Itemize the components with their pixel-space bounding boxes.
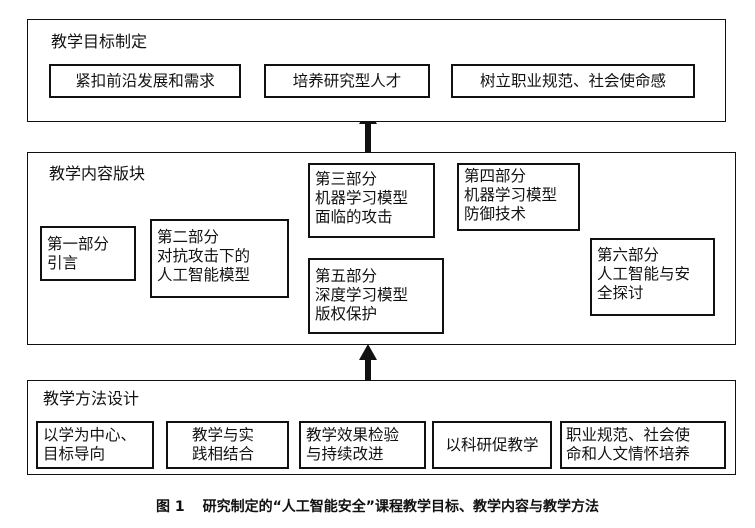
content-part2: 第二部分 对抗攻击下的 人工智能模型 xyxy=(150,219,289,298)
method3-line2: 与持续改进 xyxy=(306,445,384,463)
content-part1: 第一部分 引言 xyxy=(40,226,136,281)
figure-number: 图 1 xyxy=(155,499,185,515)
part2-line1: 第二部分 xyxy=(157,228,220,246)
part5-line3: 版权保护 xyxy=(315,305,378,323)
method5-line2: 命和人文情怀培养 xyxy=(566,445,691,463)
method1-line2: 目标导向 xyxy=(43,445,106,463)
part4-line3: 防御技术 xyxy=(464,205,527,223)
methods-title: 教学方法设计 xyxy=(43,389,140,408)
part4-line2: 机器学习模型 xyxy=(464,186,558,204)
part3-line2: 机器学习模型 xyxy=(315,189,409,207)
method-research-teaching: 以科研促教学 xyxy=(432,421,552,469)
content-part4: 第四部分 机器学习模型 防御技术 xyxy=(457,163,580,231)
method2-line1: 教学与实 xyxy=(192,426,255,444)
content-part5: 第五部分 深度学习模型 版权保护 xyxy=(308,258,444,334)
method1-line1: 以学为中心、 xyxy=(43,426,137,444)
content-part6: 第六部分 人工智能与安 全探讨 xyxy=(590,238,715,316)
part3-line1: 第三部分 xyxy=(315,170,378,188)
method3-line1: 教学效果检验 xyxy=(306,426,400,444)
goal-item-frontier: 紧扣前沿发展和需求 xyxy=(49,64,241,98)
part6-line1: 第六部分 xyxy=(597,246,660,264)
part1-line2: 引言 xyxy=(47,254,79,272)
part4-line1: 第四部分 xyxy=(464,167,527,185)
method-student-centered: 以学为中心、 目标导向 xyxy=(36,421,154,469)
arrow-methods-to-content xyxy=(359,344,377,380)
part2-line2: 对抗攻击下的 xyxy=(157,247,251,265)
part5-line2: 深度学习模型 xyxy=(315,286,409,304)
goal-item-professional-norms: 树立职业规范、社会使命感 xyxy=(451,64,695,98)
content-title: 教学内容版块 xyxy=(49,164,146,183)
method-teaching-practice: 教学与实 践相结合 xyxy=(166,421,289,469)
method-professional-culture: 职业规范、社会使 命和人文情怀培养 xyxy=(560,421,726,469)
part2-line3: 人工智能模型 xyxy=(157,266,251,284)
goal-item-research-talent: 培养研究型人才 xyxy=(264,64,430,98)
part5-line1: 第五部分 xyxy=(315,267,378,285)
figure-caption: 图 1 研究制定的“人工智能安全”课程教学目标、教学内容与教学方法 xyxy=(0,496,755,516)
part1-line1: 第一部分 xyxy=(47,235,110,253)
figure-caption-text: 研究制定的“人工智能安全”课程教学目标、教学内容与教学方法 xyxy=(202,499,600,515)
part3-line3: 面临的攻击 xyxy=(315,208,393,226)
method2-line2: 践相结合 xyxy=(192,445,255,463)
method4-line1: 以科研促教学 xyxy=(445,435,539,454)
goals-title: 教学目标制定 xyxy=(51,32,148,51)
part6-line2: 人工智能与安 xyxy=(597,265,691,283)
part6-line3: 全探讨 xyxy=(597,284,644,302)
method5-line1: 职业规范、社会使 xyxy=(566,426,691,444)
content-part3: 第三部分 机器学习模型 面临的攻击 xyxy=(308,163,435,238)
method-evaluation: 教学效果检验 与持续改进 xyxy=(299,421,426,469)
